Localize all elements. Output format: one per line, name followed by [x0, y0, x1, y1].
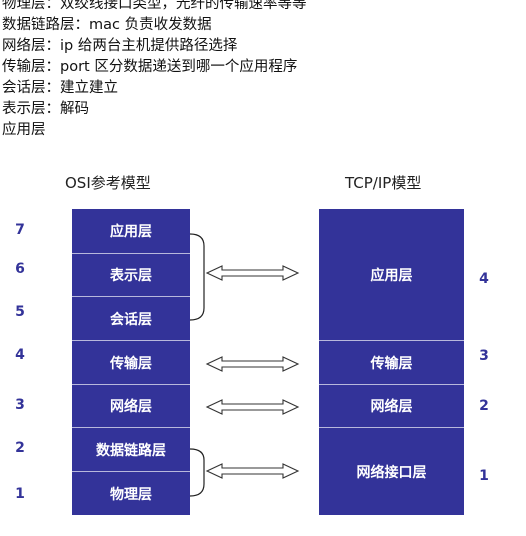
tcpip-layer-transport: 传输层	[319, 340, 464, 384]
osi-layer-session: 会话层	[72, 296, 190, 340]
tcpip-number-2: 2	[479, 398, 489, 414]
osi-model-title: OSI参考模型	[65, 174, 151, 192]
note-transport: 传输层：port 区分数据递送到哪一个应用程序	[2, 59, 298, 75]
osi-layer-physical: 物理层	[72, 471, 190, 515]
double-arrow-application	[205, 265, 300, 281]
osi-layer-network: 网络层	[72, 384, 190, 427]
note-network: 网络层：ip 给两台主机提供路径选择	[2, 38, 238, 54]
osi-number-1: 1	[15, 486, 25, 502]
osi-layer-presentation: 表示层	[72, 253, 190, 296]
note-physical: 物理层：双绞线接口类型，光纤的传输速率等等	[2, 0, 307, 12]
brace-upper-layers	[189, 233, 205, 321]
tcpip-model-title: TCP/IP模型	[345, 174, 422, 192]
tcpip-layer-network-interface: 网络接口层	[319, 427, 464, 515]
tcpip-number-4: 4	[479, 271, 489, 287]
osi-number-3: 3	[15, 397, 25, 413]
osi-layer-data-link: 数据链路层	[72, 427, 190, 471]
tcpip-number-1: 1	[479, 468, 489, 484]
tcpip-layer-application: 应用层	[319, 209, 464, 340]
tcpip-layer-network: 网络层	[319, 384, 464, 427]
osi-number-7: 7	[15, 222, 25, 238]
osi-number-6: 6	[15, 261, 25, 277]
double-arrow-transport	[205, 356, 300, 372]
osi-number-2: 2	[15, 440, 25, 456]
osi-layer-application: 应用层	[72, 209, 190, 253]
notes-list: 物理层：双绞线接口类型，光纤的传输速率等等 数据链路层：mac 负责收发数据 网…	[2, 0, 307, 141]
note-data-link: 数据链路层：mac 负责收发数据	[2, 17, 212, 33]
tcpip-number-3: 3	[479, 348, 489, 364]
osi-number-5: 5	[15, 304, 25, 320]
note-session: 会话层：建立建立	[2, 80, 118, 96]
note-presentation: 表示层：解码	[2, 101, 89, 117]
double-arrow-network	[205, 399, 300, 415]
osi-number-4: 4	[15, 347, 25, 363]
double-arrow-network-interface	[205, 463, 300, 479]
osi-layer-transport: 传输层	[72, 340, 190, 384]
note-application: 应用层	[2, 122, 46, 138]
brace-lower-layers	[189, 448, 205, 497]
